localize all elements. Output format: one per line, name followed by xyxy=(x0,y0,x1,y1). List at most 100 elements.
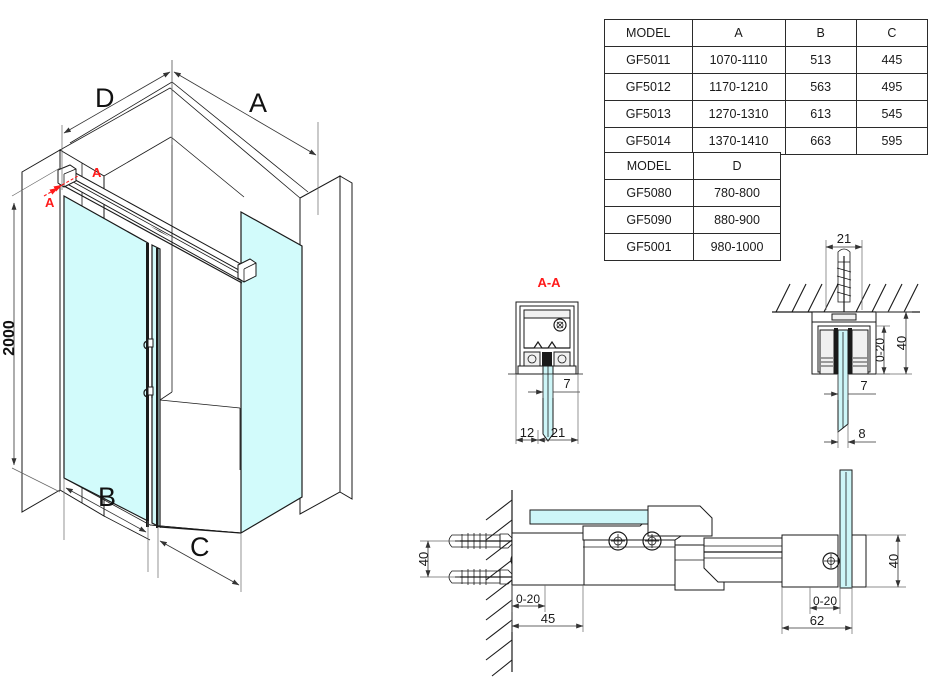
section-marker-aa: A A xyxy=(43,165,102,210)
dimension-label-2000: 2000 xyxy=(1,320,18,356)
wall-plug-upper xyxy=(448,533,513,549)
wall-connector-top-left xyxy=(57,164,77,188)
detail-bl-dim-45: 45 xyxy=(511,585,584,632)
table-cell-model: GF5080 xyxy=(604,179,694,207)
dimension-label-b: B xyxy=(98,482,116,512)
table-cell-model: GF5014 xyxy=(604,127,693,155)
detail-br-dim-0-20: 0-20 xyxy=(809,587,841,614)
section-aa-title: A-A xyxy=(537,275,561,290)
detail-br-dim-label-0-20: 0-20 xyxy=(813,594,837,608)
model-dimension-table-abc: MODEL A B C GF5011 1070-1110 513 445 GF5… xyxy=(604,19,928,155)
table-row: GF5013 1270-1310 613 545 xyxy=(604,100,928,128)
model-dimension-table-d: MODEL D GF5080 780-800 GF5090 880-900 GF… xyxy=(604,152,781,261)
table-cell-c: 545 xyxy=(855,100,928,128)
table-cell-c: 445 xyxy=(855,46,928,74)
corner-connector-block xyxy=(237,258,257,283)
dimension-c: C xyxy=(157,527,242,592)
table-cell-c: 495 xyxy=(855,73,928,101)
detail-top-dim-21: 21 xyxy=(825,231,863,310)
wall-right xyxy=(299,175,353,515)
top-rail-track xyxy=(60,169,249,284)
detail-top-dim-7: 7 xyxy=(824,374,876,400)
detail-br-dim-62: 62 xyxy=(781,587,853,634)
detail-br-dim-40: 40 xyxy=(866,534,906,588)
table-header-cell: MODEL xyxy=(604,19,693,47)
dimension-label-c: C xyxy=(190,532,210,562)
table-cell-a: 1270-1310 xyxy=(691,100,786,128)
detail-br-dim-label-62: 62 xyxy=(810,613,824,628)
table-cell-d: 880-900 xyxy=(693,206,781,234)
glass-panel-front xyxy=(240,210,303,535)
table-header-cell: B xyxy=(784,19,857,47)
section-aa-dim-label-12: 12 xyxy=(520,425,534,440)
detail-top-dim-label-8: 8 xyxy=(858,426,865,441)
section-aa-detail: A-A xyxy=(508,275,583,444)
table-header-cell: A xyxy=(691,19,786,47)
table-row: GF5011 1070-1110 513 445 xyxy=(604,46,928,74)
table-cell-d: 980-1000 xyxy=(693,233,781,261)
table-cell-a: 1370-1410 xyxy=(691,127,786,155)
glass-panel-side xyxy=(63,194,149,522)
table-cell-model: GF5001 xyxy=(604,233,694,261)
table-cell-c: 595 xyxy=(855,127,928,155)
detail-top-dim-label-7: 7 xyxy=(860,378,867,393)
interior-reference-lines xyxy=(159,137,241,470)
table-cell-b: 613 xyxy=(784,100,857,128)
section-marker-label-top: A xyxy=(92,165,102,180)
dimension-height-2000: 2000 xyxy=(1,167,61,493)
table-cell-b: 513 xyxy=(784,46,857,74)
table-cell-model: GF5090 xyxy=(604,206,694,234)
detail-wall-anchor-top: 21 40 0-20 7 xyxy=(772,231,920,448)
bracket-center-screw xyxy=(510,552,526,568)
table-header-cell: MODEL xyxy=(604,152,694,180)
section-marker-label-bottom: A xyxy=(45,195,55,210)
table-cell-b: 663 xyxy=(784,127,857,155)
table-cell-model: GF5011 xyxy=(604,46,693,74)
detail-bl-dim-label-40: 40 xyxy=(416,552,431,566)
table-row: GF5080 780-800 xyxy=(604,179,781,207)
detail-top-dim-label-21: 21 xyxy=(837,231,851,246)
detail-bl-dim-label-45: 45 xyxy=(541,611,555,626)
detail-bl-dim-0-20: 0-20 xyxy=(511,585,546,612)
dimension-label-d: D xyxy=(95,83,115,113)
table-cell-model: GF5013 xyxy=(604,100,693,128)
detail-top-dim-0-20: 0-20 xyxy=(873,325,890,375)
section-aa-dim-label-21: 21 xyxy=(551,425,565,440)
glass-panel-sliding-door xyxy=(151,244,161,528)
dimension-b: B xyxy=(63,478,149,572)
rail-end-screw xyxy=(822,552,840,570)
table-row: GF5014 1370-1410 663 595 xyxy=(604,127,928,155)
detail-top-dim-8: 8 xyxy=(824,424,876,448)
wall-plug-lower xyxy=(448,569,513,585)
table-cell-b: 563 xyxy=(784,73,857,101)
table-cell-d: 780-800 xyxy=(693,179,781,207)
shower-tray-outline xyxy=(63,477,242,541)
table-cell-a: 1170-1210 xyxy=(691,73,786,101)
section-aa-dim-7: 7 xyxy=(528,374,580,398)
table-cell-model: GF5012 xyxy=(604,73,693,101)
table-header-cell: D xyxy=(693,152,781,180)
door-handle xyxy=(143,338,154,398)
section-aa-dim-label-7: 7 xyxy=(563,376,570,391)
top-projection-lines xyxy=(59,81,309,199)
table-row: GF5001 980-1000 xyxy=(604,233,781,261)
detail-top-dim-label-0-20: 0-20 xyxy=(873,338,887,362)
table-header-row: MODEL D xyxy=(604,152,781,180)
detail-top-dim-40: 40 xyxy=(876,311,912,375)
detail-wall-bracket-left: 40 0-20 45 xyxy=(416,490,725,677)
detail-bl-dim-40: 40 xyxy=(416,540,460,578)
section-aa-dims-bottom: 12 21 xyxy=(515,374,579,444)
table-header-row: MODEL A B C xyxy=(604,19,928,47)
dimension-label-a: A xyxy=(249,88,267,118)
table-row: GF5012 1170-1210 563 495 xyxy=(604,73,928,101)
dimension-a: A xyxy=(171,60,319,215)
detail-br-dim-label-40: 40 xyxy=(886,554,901,568)
table-row: GF5090 880-900 xyxy=(604,206,781,234)
detail-top-dim-label-40: 40 xyxy=(894,336,909,350)
door-vertical-stile xyxy=(146,243,159,528)
table-cell-a: 1070-1110 xyxy=(691,46,786,74)
detail-bl-dim-label-0-20: 0-20 xyxy=(516,592,540,606)
wall-left xyxy=(21,149,105,517)
dimension-d: D xyxy=(61,60,173,190)
